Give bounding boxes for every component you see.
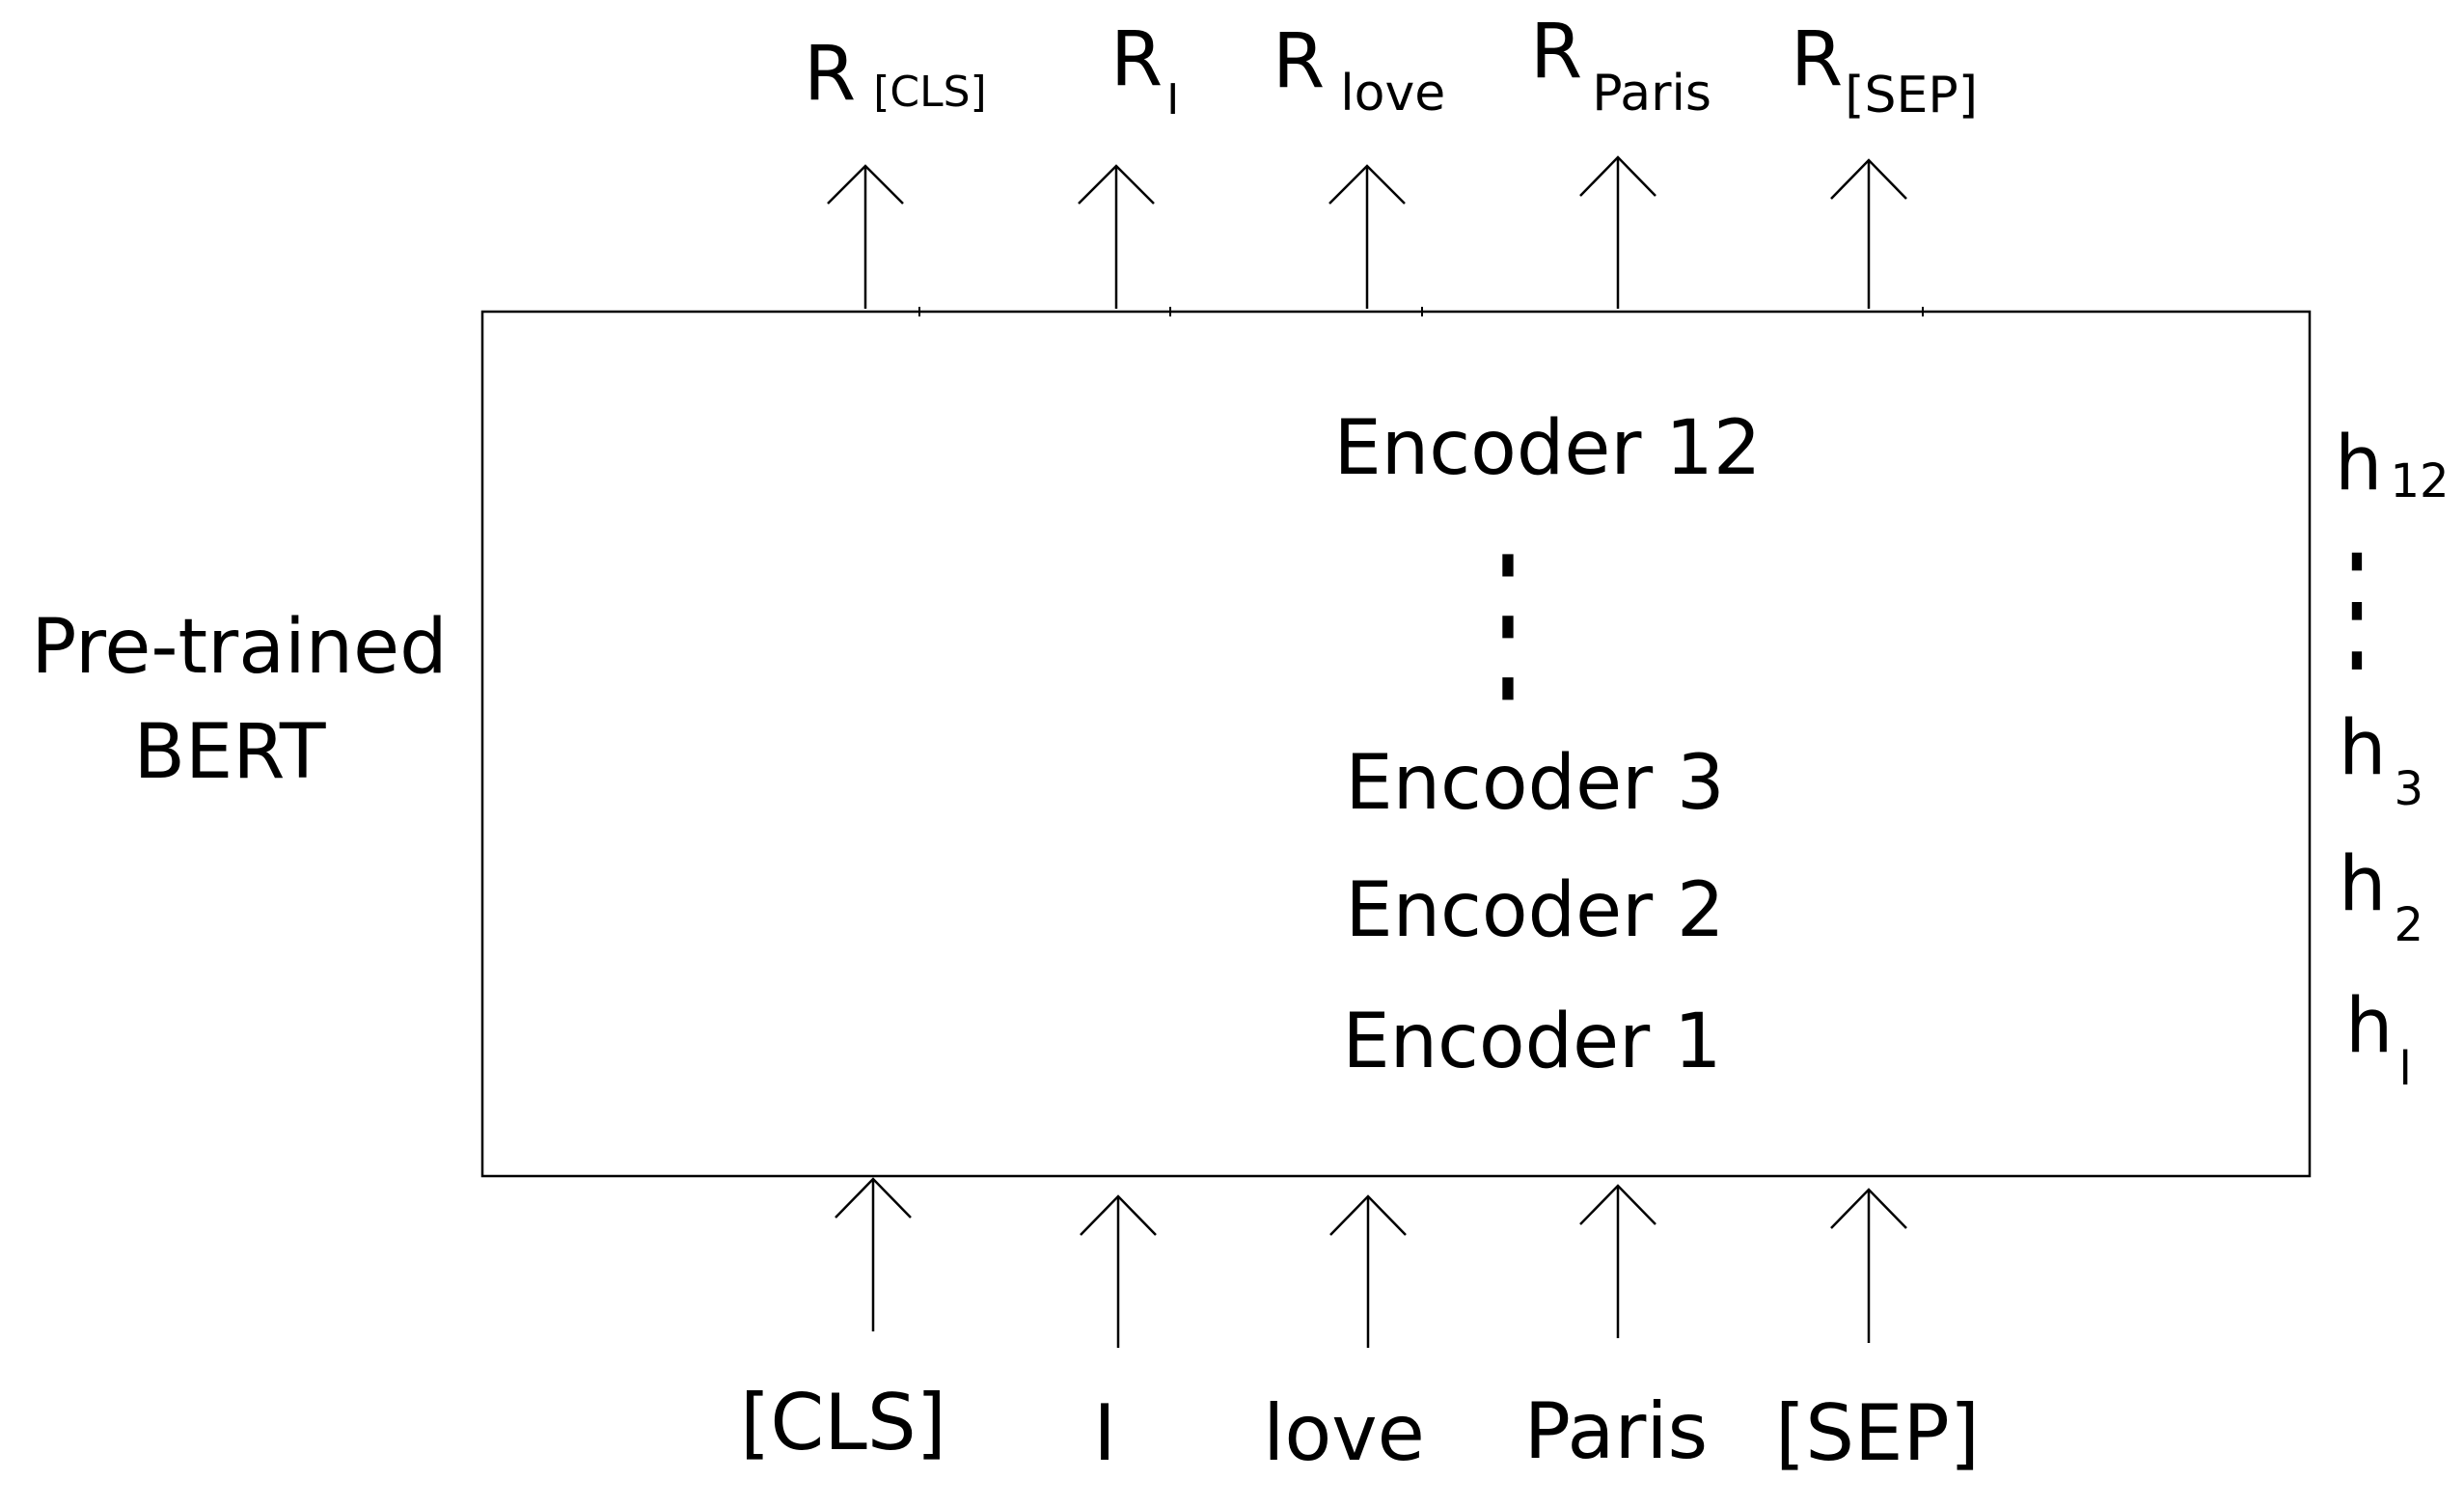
input-arrow-paris [1579,1184,1656,1338]
input-arrows [835,1177,1907,1348]
input-arrow-love [1329,1194,1407,1348]
input-token-cls: [CLS] [740,1378,946,1467]
output-arrows [827,155,1907,309]
model-label-line1: Pre-trained [31,604,447,691]
encoder-3-label: Encoder 3 [1345,740,1724,827]
output-r-sep: R[SEP] [1791,16,1978,124]
output-r-i: RI [1110,16,1179,124]
input-token-paris: Paris [1524,1386,1708,1476]
encoder-ellipsis: ⋮ [1455,517,1561,726]
input-arrow-i [1080,1194,1157,1348]
model-label-line2: BERT [134,709,326,796]
bert-box [480,310,2312,1178]
input-arrow-cls [835,1177,912,1331]
output-arrow-love [1328,164,1406,309]
top-edge-ticks [918,307,1924,316]
output-arrow-cls [827,164,904,309]
input-arrow-sep [1830,1188,1907,1343]
encoder-12-label: Encoder 12 [1334,405,1762,492]
output-arrow-sep [1830,158,1907,309]
input-token-love: love [1263,1388,1425,1478]
encoder-1-label: Encoder 1 [1342,999,1721,1085]
output-arrow-i [1078,164,1155,309]
encoder-2-label: Encoder 2 [1345,867,1724,954]
input-token-sep: [SEP] [1775,1388,1980,1478]
output-arrow-paris [1579,155,1656,309]
hidden-ellipsis: ⋮ [2309,523,2405,691]
input-token-i: I [1093,1388,1116,1478]
output-r-cls: R[CLS] [804,31,987,118]
